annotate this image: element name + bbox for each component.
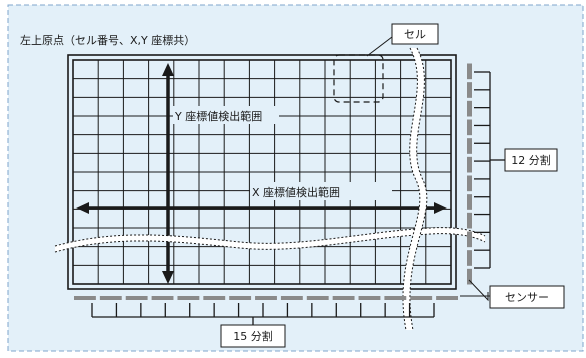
bottom-sensor-segment <box>255 296 277 300</box>
origin-title: 左上原点（セル番号、X,Y 座標共） <box>20 33 195 47</box>
x-range-arrow <box>76 202 447 214</box>
bottom-sensor-segment <box>436 296 458 300</box>
bottom-sensor-segment <box>74 296 96 300</box>
bottom-sensor-segment <box>177 296 200 300</box>
right-divide-bracket <box>474 71 505 269</box>
sensor-callout-box <box>489 285 565 309</box>
cell-callout-line <box>366 36 393 57</box>
y-range-label: Y 座標値検出範囲 <box>174 109 262 123</box>
right-sensor-strip <box>467 63 472 285</box>
bottom-divide-bracket <box>91 303 435 325</box>
divide-15-box <box>220 324 286 348</box>
right-sensor-segment <box>467 212 472 229</box>
y-range-label-bg <box>173 106 279 124</box>
x-range-label: X 座標値検出範囲 <box>252 185 340 199</box>
bottom-sensor-strip <box>74 296 458 300</box>
right-sensor-segment <box>467 194 472 210</box>
divide-15-label: 15 分割 <box>233 329 273 343</box>
outer-frame <box>67 54 457 290</box>
bottom-sensor-segment <box>99 296 122 300</box>
bottom-sensor-segment <box>280 296 303 300</box>
bottom-sensor-segment <box>151 296 174 300</box>
right-sensor-segment <box>467 250 472 266</box>
right-sensor-segment <box>467 119 472 136</box>
right-sensor-segment <box>467 63 472 80</box>
sensor-callout-label: センサー <box>505 291 549 304</box>
divide-12-box <box>504 148 558 172</box>
bottom-sensor-segment <box>384 296 407 300</box>
bottom-sensor-segment <box>358 296 381 300</box>
divide-12-label: 12 分割 <box>511 153 551 167</box>
bottom-sensor-segment <box>229 296 252 300</box>
break-marks <box>54 47 486 331</box>
right-sensor-segment <box>467 175 472 192</box>
bottom-sensor-segment <box>125 296 148 300</box>
cell-highlight <box>333 54 384 103</box>
x-range-label-bg <box>250 182 392 200</box>
right-sensor-segment <box>467 82 472 98</box>
bottom-sensor-segment <box>410 296 433 300</box>
bottom-sensor-segment <box>306 296 329 300</box>
right-sensor-segment <box>467 268 472 285</box>
cell-callout-label: セル <box>404 28 426 41</box>
sensor-callout-line <box>468 279 489 302</box>
right-sensor-segment <box>467 156 472 173</box>
right-sensor-segment <box>467 100 472 117</box>
cell-callout-box <box>391 23 439 45</box>
bottom-sensor-segment <box>203 296 226 300</box>
right-sensor-segment <box>467 138 472 154</box>
right-sensor-segment <box>467 231 472 248</box>
y-range-arrow <box>162 63 174 284</box>
bottom-sensor-segment <box>332 296 355 300</box>
